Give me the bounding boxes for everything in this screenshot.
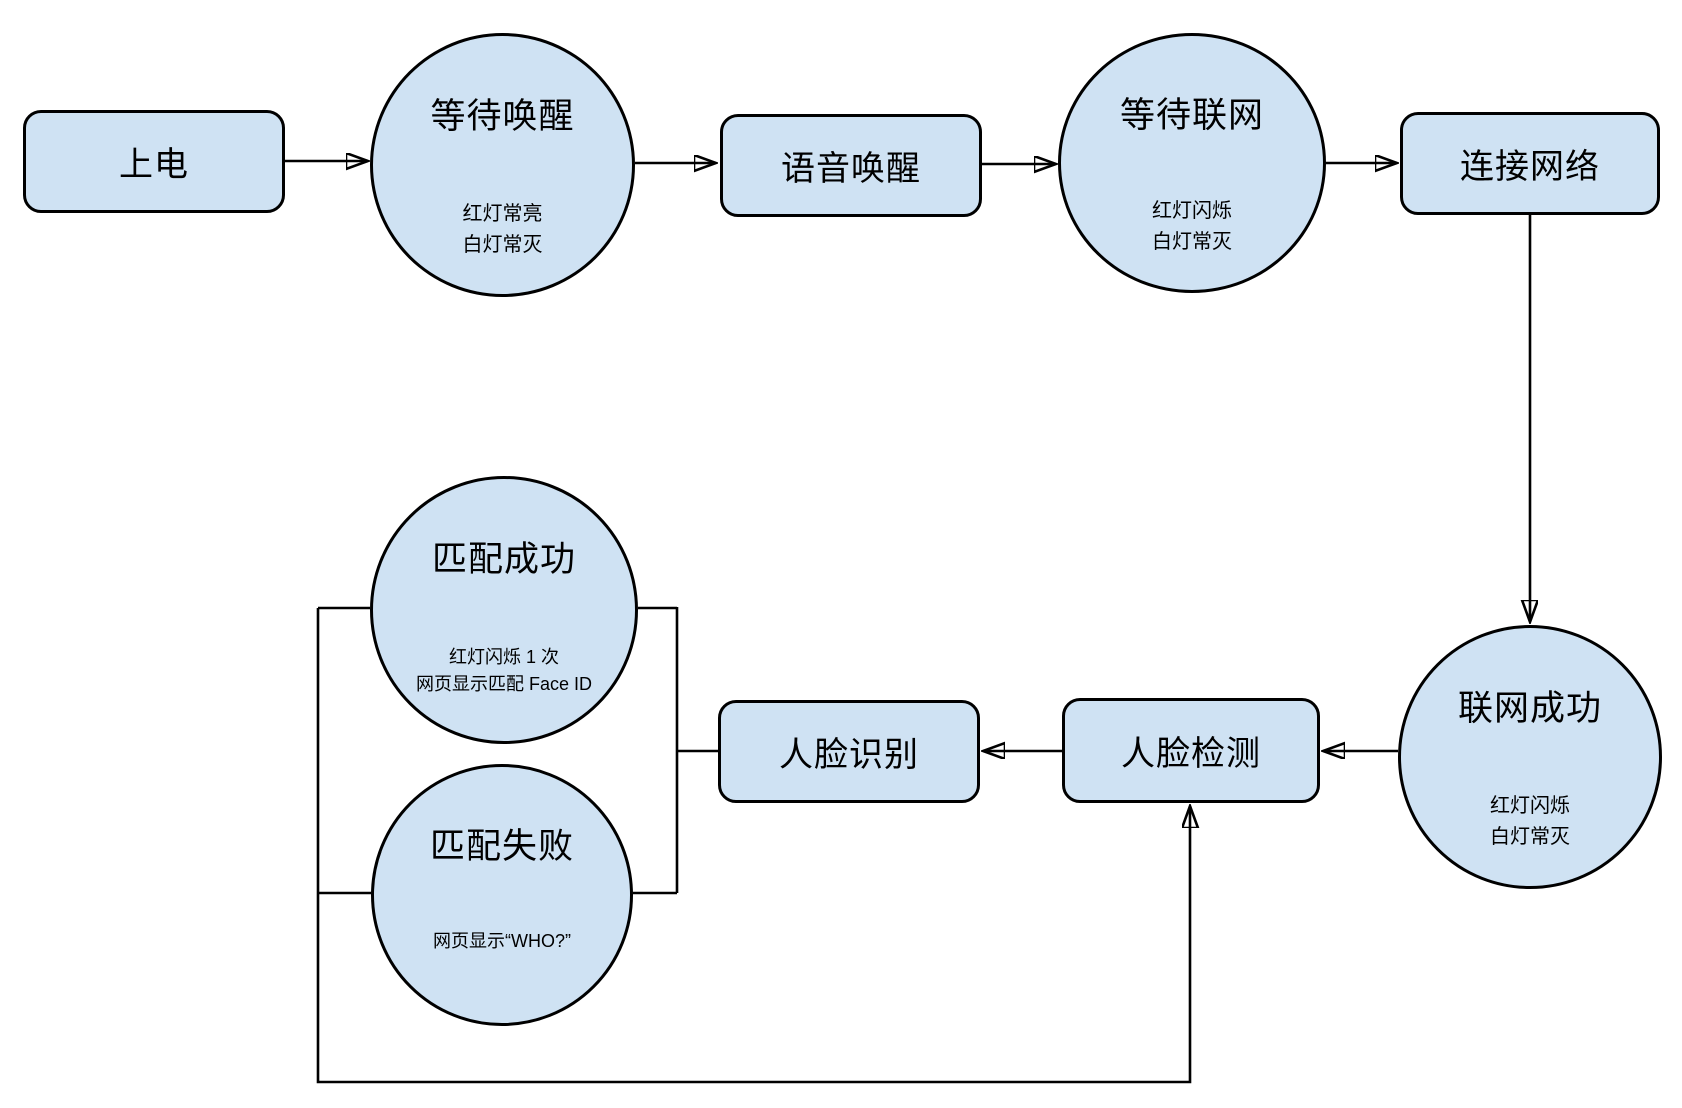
node-wait-wake: 等待唤醒 红灯常亮 白灯常灭 [370, 33, 635, 297]
node-network-success-note: 红灯闪烁 白灯常灭 [1401, 791, 1659, 853]
node-wait-network-note: 红灯闪烁 白灯常灭 [1061, 196, 1323, 258]
node-face-detect-label: 人脸检测 [1121, 735, 1261, 773]
node-voice-wake-label: 语音唤醒 [781, 150, 921, 188]
note-line: 红灯闪烁 [1490, 794, 1570, 817]
node-match-success: 匹配成功 红灯闪烁 1 次 网页显示匹配 Face ID [370, 476, 638, 744]
node-face-detect: 人脸检测 [1062, 698, 1320, 803]
node-connect-network: 连接网络 [1400, 112, 1660, 215]
note-line: 红灯闪烁 [1152, 200, 1232, 223]
node-match-fail: 匹配失败 网页显示“WHO?” [371, 764, 633, 1026]
node-match-success-title: 匹配成功 [431, 540, 576, 580]
node-wait-network: 等待联网 红灯闪烁 白灯常灭 [1058, 33, 1326, 293]
node-connect-network-label: 连接网络 [1460, 148, 1600, 186]
node-power-on-label: 上电 [119, 146, 189, 184]
node-face-recognize-label: 人脸识别 [779, 736, 919, 774]
note-line: 网页显示“WHO?” [433, 931, 571, 952]
node-match-success-note: 红灯闪烁 1 次 网页显示匹配 Face ID [373, 644, 635, 698]
note-line: 白灯常灭 [1152, 231, 1232, 254]
note-line: 红灯常亮 [462, 202, 543, 225]
node-power-on: 上电 [23, 110, 285, 213]
node-network-success: 联网成功 红灯闪烁 白灯常灭 [1398, 625, 1662, 889]
note-line: 白灯常灭 [462, 233, 543, 256]
node-match-fail-note: 网页显示“WHO?” [374, 928, 630, 955]
node-wait-wake-note: 红灯常亮 白灯常灭 [373, 199, 632, 261]
node-face-recognize: 人脸识别 [718, 700, 980, 803]
note-line: 网页显示匹配 Face ID [415, 674, 593, 695]
note-line: 红灯闪烁 1 次 [448, 647, 559, 668]
node-voice-wake: 语音唤醒 [720, 114, 982, 217]
note-line: 白灯常灭 [1490, 825, 1570, 848]
node-match-fail-title: 匹配失败 [429, 827, 574, 867]
node-wait-network-title: 等待联网 [1119, 95, 1264, 135]
node-wait-wake-title: 等待唤醒 [430, 96, 575, 136]
arrow-loopback-to-facedetect [316, 608, 1190, 1084]
node-network-success-title: 联网成功 [1457, 688, 1602, 728]
